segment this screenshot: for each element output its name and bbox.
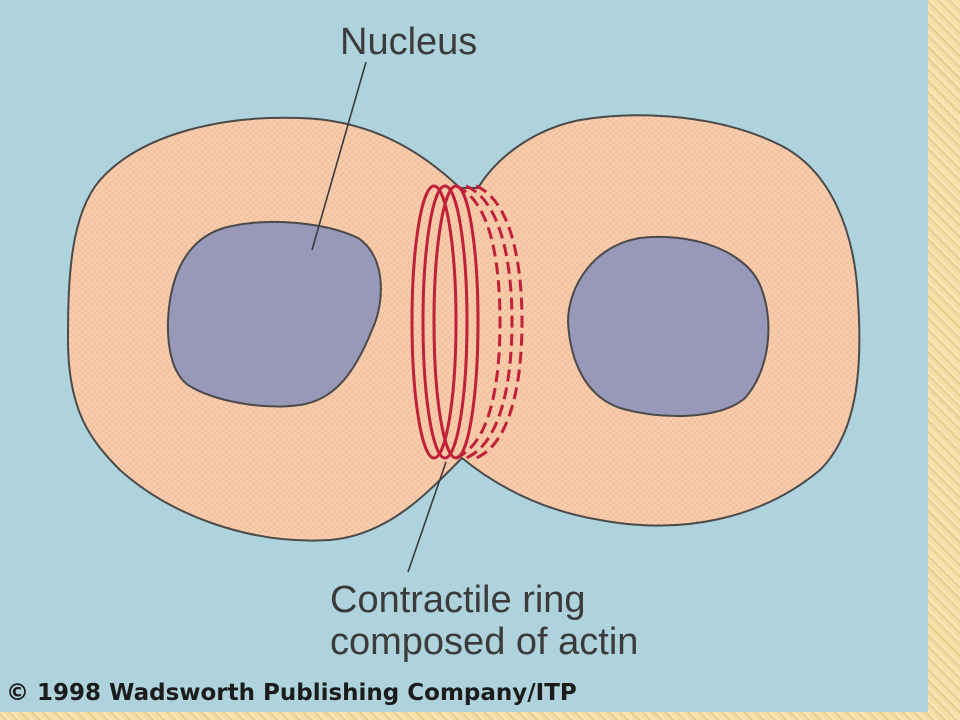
ring-band-back-2 — [465, 184, 514, 460]
ring-label-line2: composed of actin — [330, 621, 638, 663]
left-nucleus — [166, 221, 382, 408]
diagram-panel: Nucleus Contractile ring composed of act… — [0, 0, 928, 712]
ring-label-line1: Contractile ring — [330, 579, 586, 621]
right-nucleus — [566, 235, 770, 418]
ring-band-1 — [410, 184, 458, 460]
nucleus-label: Nucleus — [340, 21, 477, 63]
nucleus-leader-line — [311, 61, 367, 251]
ring-leader-line — [407, 461, 447, 573]
ring-band-back-3 — [475, 184, 524, 460]
copyright-notice: © 1998 Wadsworth Publishing Company/ITP — [6, 680, 577, 706]
bottom-frame-border — [0, 712, 960, 720]
right-frame-border — [928, 0, 960, 720]
contractile-ring — [410, 184, 524, 460]
ring-band-2 — [421, 184, 469, 460]
cell-division-diagram: Nucleus Contractile ring composed of act… — [6, 21, 861, 706]
ring-band-back-1 — [455, 184, 502, 460]
